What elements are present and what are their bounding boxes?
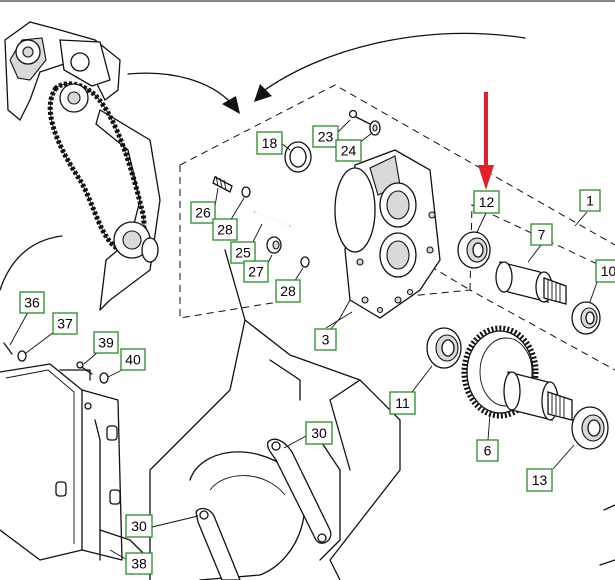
svg-text:28: 28	[217, 222, 233, 238]
callout-7: 7	[530, 223, 553, 246]
frame-structure	[149, 249, 401, 580]
washer-40	[99, 372, 109, 384]
bolt-36	[3, 342, 13, 355]
link-arm-30-right	[266, 438, 332, 544]
svg-text:11: 11	[395, 395, 410, 411]
leader-lines	[9, 119, 598, 563]
callout-30-lower: 30	[125, 514, 153, 538]
callout-28-lower: 28	[275, 279, 301, 303]
callout-11: 11	[389, 391, 416, 415]
svg-text:37: 37	[57, 316, 73, 332]
arrowhead-top	[254, 84, 272, 102]
washer-24	[369, 120, 381, 136]
svg-text:30: 30	[311, 425, 327, 441]
svg-text:12: 12	[479, 194, 495, 210]
link-arm-30-lower	[195, 507, 241, 580]
callout-10: 10	[595, 259, 615, 283]
highlight-arrow	[478, 92, 494, 190]
flow-arrow-top	[261, 32, 526, 93]
callout-26: 26	[190, 201, 216, 224]
svg-text:10: 10	[601, 263, 615, 279]
gearbox-housing	[329, 149, 441, 331]
chain-drive-assembly	[4, 21, 161, 311]
svg-text:38: 38	[131, 556, 147, 572]
pin-25	[254, 211, 291, 227]
callout-27: 27	[243, 260, 269, 283]
right-edge-part-lower	[599, 559, 615, 566]
svg-text:23: 23	[318, 129, 334, 145]
svg-text:27: 27	[248, 264, 264, 280]
callout-13: 13	[526, 468, 553, 492]
svg-text:3: 3	[322, 332, 330, 348]
svg-text:25: 25	[235, 245, 251, 261]
seal-18	[284, 141, 312, 173]
svg-text:26: 26	[195, 205, 211, 221]
arrowhead-left	[222, 96, 240, 114]
washer-28-upper	[241, 186, 251, 198]
callout-23: 23	[312, 125, 339, 148]
stud-26	[212, 175, 233, 193]
svg-text:1: 1	[586, 193, 594, 209]
callout-6: 6	[476, 439, 499, 462]
bolt-23	[348, 109, 373, 126]
callout-18: 18	[256, 131, 283, 155]
callout-36: 36	[19, 291, 45, 314]
callout-25: 25	[230, 241, 256, 264]
callout-40: 40	[120, 348, 146, 371]
svg-text:13: 13	[532, 472, 548, 488]
svg-text:39: 39	[98, 335, 114, 351]
svg-text:18: 18	[262, 135, 278, 151]
callout-38: 38	[125, 552, 153, 575]
callout-24: 24	[335, 139, 362, 162]
bolt-39	[76, 361, 93, 375]
bushing-27	[266, 236, 282, 254]
bearing-12	[457, 231, 491, 269]
svg-text:6: 6	[484, 443, 492, 459]
flow-arrow-left	[127, 72, 233, 105]
bearing-13	[571, 406, 609, 450]
gear-shaft-6	[461, 325, 573, 421]
shaft-7	[495, 261, 567, 305]
washer-37	[17, 350, 27, 362]
svg-text:28: 28	[280, 283, 296, 299]
side-panel	[0, 363, 151, 561]
callout-1: 1	[579, 189, 601, 212]
callout-39: 39	[93, 331, 119, 354]
bearing-10	[571, 301, 601, 335]
callout-28-upper: 28	[212, 218, 238, 241]
washer-28-lower	[300, 256, 310, 268]
callout-37: 37	[52, 312, 78, 335]
svg-text:36: 36	[24, 295, 40, 311]
bearing-11	[426, 327, 462, 369]
svg-text:40: 40	[125, 352, 141, 368]
svg-text:7: 7	[538, 227, 546, 243]
callout-12: 12	[473, 190, 500, 214]
right-edge-part	[603, 504, 615, 511]
callout-3: 3	[314, 328, 337, 351]
svg-text:24: 24	[341, 143, 357, 159]
svg-text:30: 30	[131, 518, 147, 534]
flow-arrow-lower-left	[0, 235, 63, 291]
callout-30-right: 30	[305, 421, 333, 445]
